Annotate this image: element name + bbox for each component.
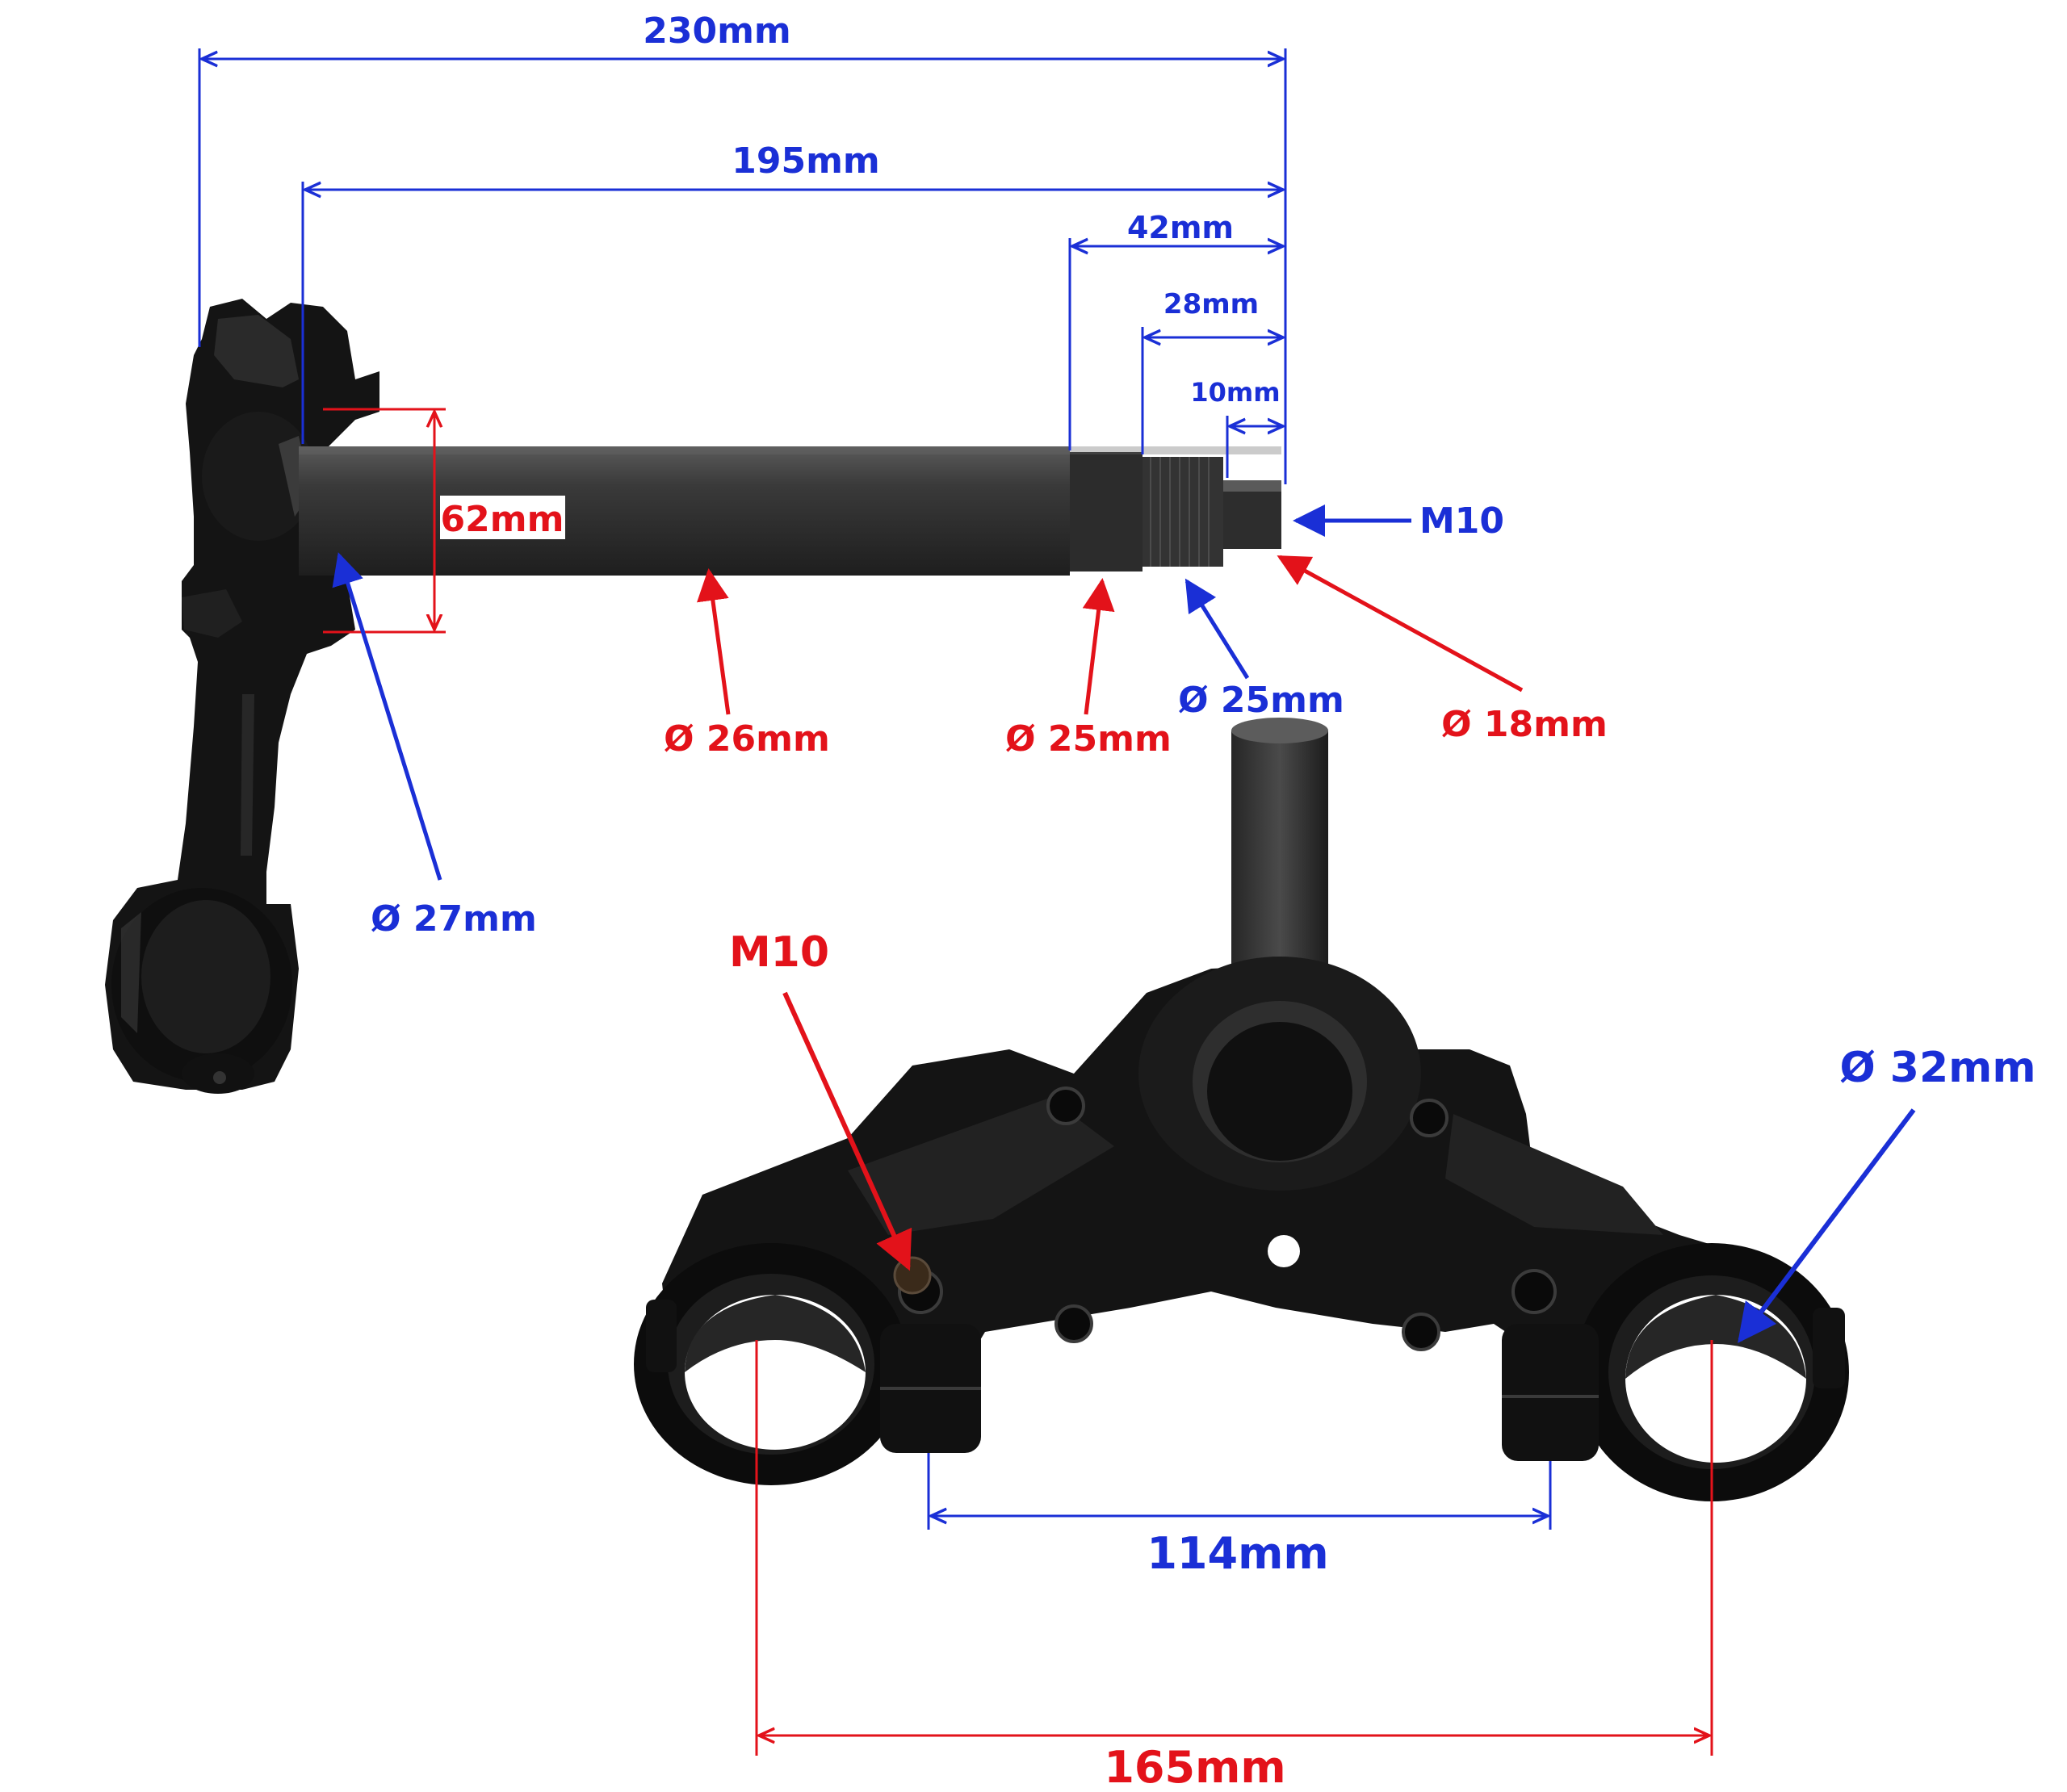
stem-shaft-main: [299, 446, 1070, 576]
arrow-dia18: [1277, 555, 1524, 693]
arrow-dia32: [1738, 1108, 1916, 1343]
label-114mm: 114mm: [1147, 1528, 1328, 1579]
label-m10-top: M10: [1419, 500, 1504, 542]
triple-clamp-top-view: [634, 718, 1849, 1501]
arrow-dia25-blue: [1184, 578, 1250, 680]
stem-shaft-thread: [1143, 457, 1223, 567]
arrow-dia25-red: [1082, 578, 1115, 715]
arrow-m10-bottom: [782, 991, 912, 1271]
label-165mm: 165mm: [1104, 1742, 1285, 1792]
stem-shaft-tip: [1223, 480, 1281, 549]
label-62mm-bg: [440, 496, 565, 539]
label-dia27: Ø 27mm: [371, 898, 537, 940]
threaded-hole-m10: [893, 1256, 932, 1295]
steering-stem-side-view: [105, 299, 1281, 1094]
label-m10-bottom: M10: [729, 928, 829, 977]
label-195mm: 195mm: [732, 140, 880, 182]
label-dia25-blue: Ø 25mm: [1178, 680, 1344, 721]
thread-lines: [1150, 457, 1210, 567]
dimension-lines-red: [323, 408, 1713, 1756]
stem-shaft-step-25: [1070, 452, 1143, 572]
label-230mm: 230mm: [643, 10, 791, 52]
callout-arrows: [332, 505, 1916, 1343]
label-dia18: Ø 18mm: [1441, 704, 1608, 745]
label-dia25-red: Ø 25mm: [1005, 718, 1172, 760]
dimension-lines-blue: [198, 48, 1552, 1530]
label-42mm: 42mm: [1127, 210, 1234, 245]
label-dia26: Ø 26mm: [664, 718, 830, 760]
arrow-dia27: [332, 552, 442, 881]
label-28mm: 28mm: [1163, 288, 1259, 320]
arrow-dia26: [697, 568, 731, 715]
label-10mm: 10mm: [1190, 377, 1280, 408]
label-dia32: Ø 32mm: [1839, 1044, 2036, 1092]
label-62mm: 62mm: [441, 499, 564, 540]
